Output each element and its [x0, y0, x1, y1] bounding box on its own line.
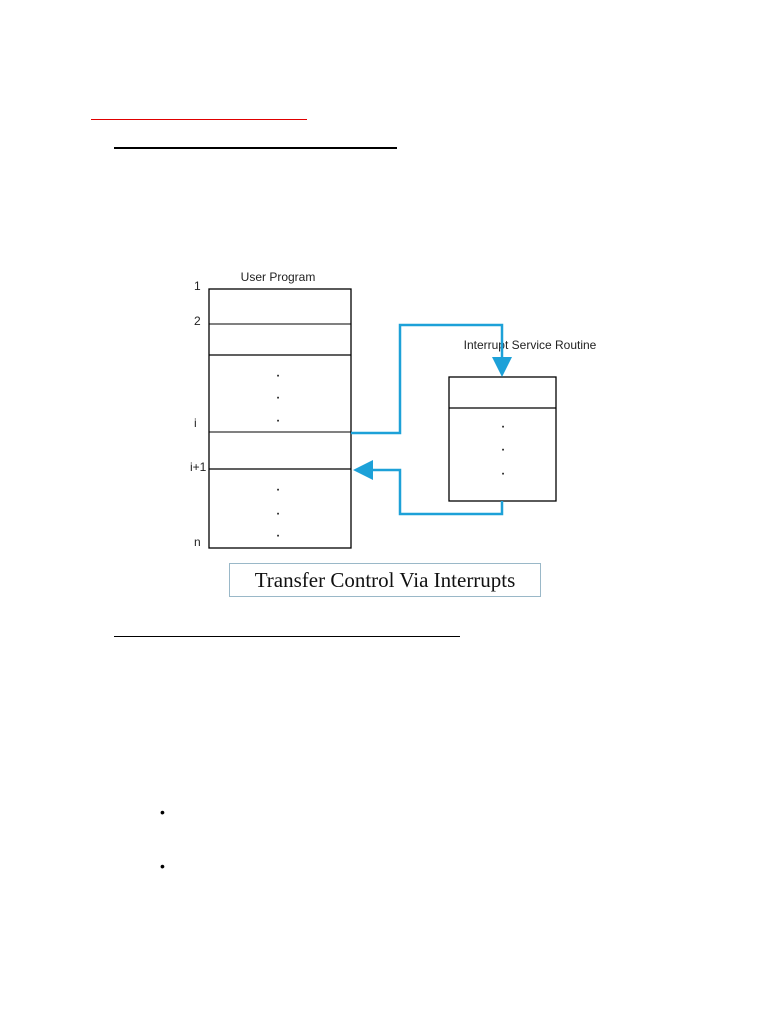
isr-box — [448, 376, 557, 502]
ellipsis-dot: · — [275, 481, 280, 498]
row-label-1: 1 — [194, 279, 201, 293]
return-line — [353, 460, 504, 516]
ellipsis-dot: · — [275, 389, 280, 406]
row-label-i-plus-1: i+1 — [190, 460, 207, 474]
diagram-caption: Transfer Control Via Interrupts — [254, 567, 516, 592]
ellipsis-dot: · — [500, 465, 505, 482]
ellipsis-dot: · — [500, 441, 505, 458]
ellipsis-dot: · — [275, 527, 280, 544]
user-program-label: User Program — [241, 270, 316, 284]
bullet-point: • — [160, 804, 165, 820]
diagram-caption-box: Transfer Control Via Interrupts — [229, 563, 541, 597]
heading-underline-top — [114, 147, 397, 149]
ellipsis-dot: · — [500, 418, 505, 435]
user-program-box — [208, 288, 352, 549]
ellipsis-dot: · — [275, 505, 280, 522]
heading-underline-mid — [114, 636, 460, 637]
row-label-i: i — [194, 416, 197, 430]
row-label-n: n — [194, 535, 201, 549]
isr-label: Interrupt Service Routine — [464, 338, 597, 352]
red-underline-rule — [91, 119, 307, 120]
bullet-point: • — [160, 858, 165, 874]
ellipsis-dot: · — [275, 412, 280, 429]
ellipsis-dot: · — [275, 367, 280, 384]
row-label-2: 2 — [194, 314, 201, 328]
interrupt-jump-line — [351, 323, 512, 435]
